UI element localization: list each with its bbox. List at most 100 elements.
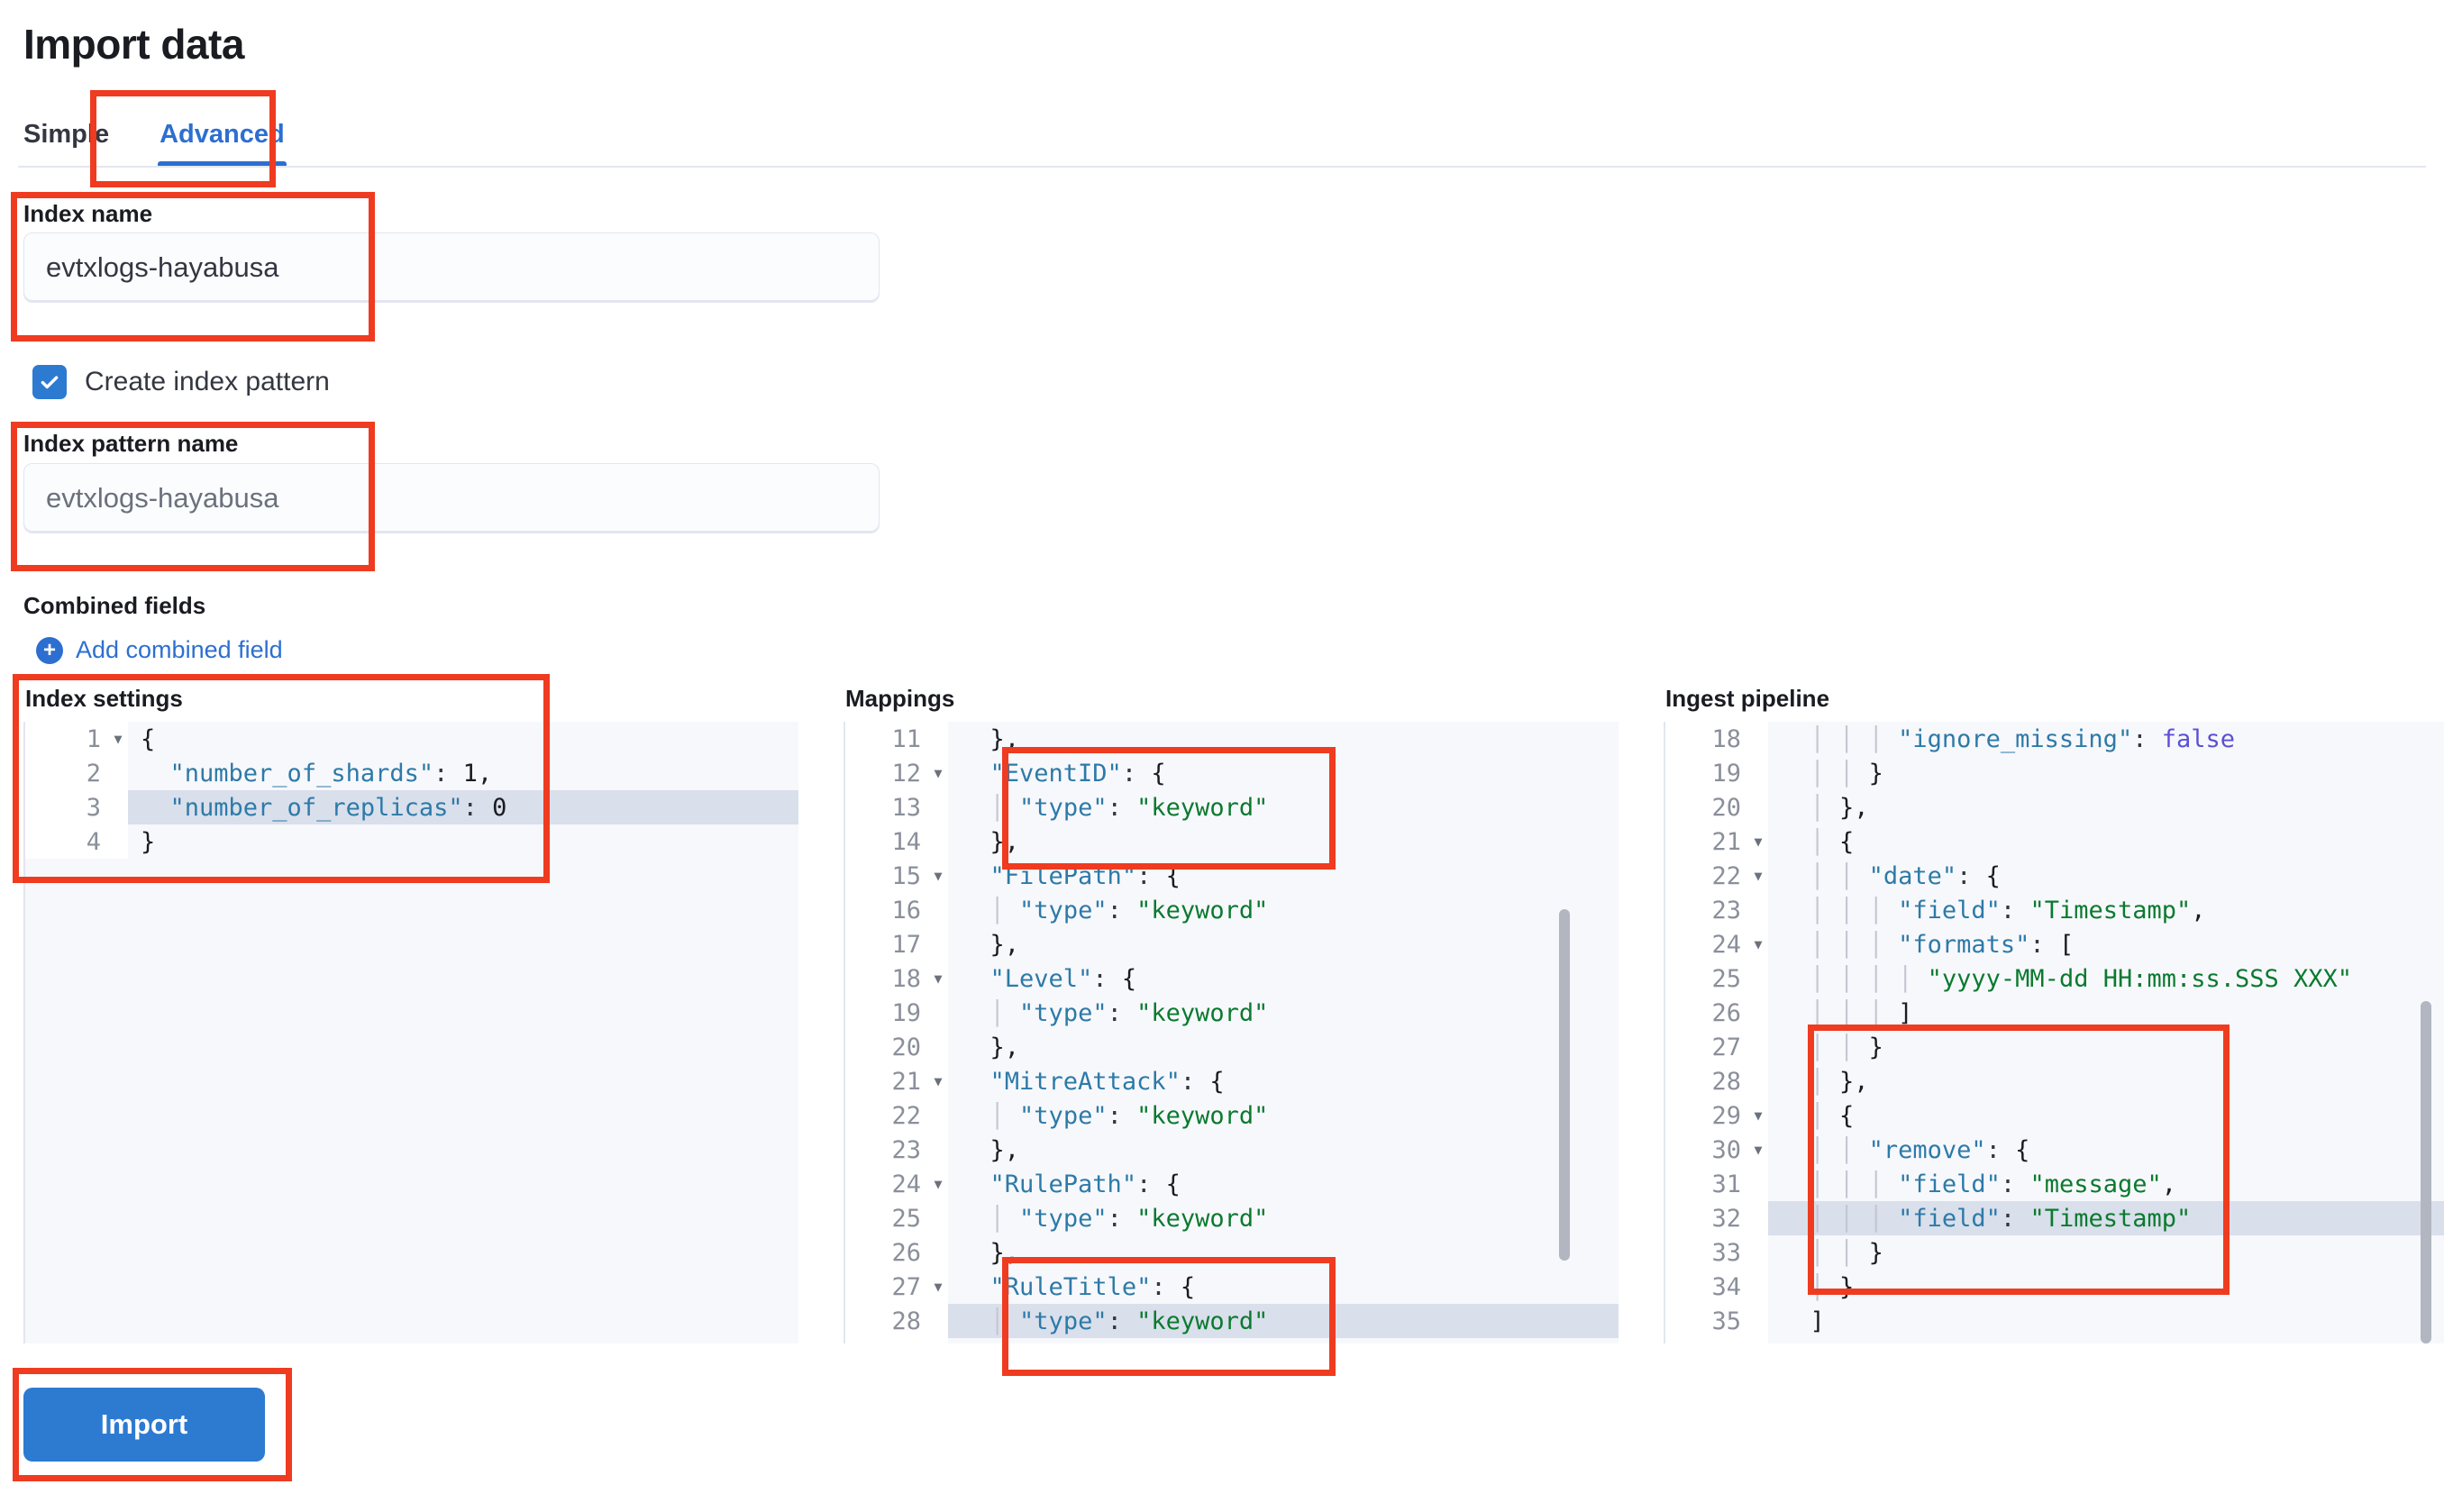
- code-line[interactable]: 24▼ "RulePath": {: [845, 1167, 1619, 1201]
- code-line[interactable]: 17 },: [845, 927, 1619, 961]
- code-line[interactable]: 26 },: [845, 1235, 1619, 1270]
- fold-arrow-icon[interactable]: ▼: [1748, 927, 1768, 961]
- fold-spacer: [1748, 790, 1768, 824]
- ingest-pipeline-scrollbar[interactable]: [2421, 1001, 2431, 1343]
- code-line[interactable]: 21▼ "MitreAttack": {: [845, 1064, 1619, 1098]
- code-line[interactable]: 28 │ },: [1665, 1064, 2444, 1098]
- fold-spacer: [928, 1030, 948, 1064]
- tab-advanced[interactable]: Advanced: [132, 122, 312, 168]
- code-line[interactable]: 30▼ │ │ "remove": {: [1665, 1133, 2444, 1167]
- line-number: 30: [1665, 1133, 1748, 1167]
- fold-spacer: [1748, 996, 1768, 1030]
- fold-arrow-icon[interactable]: ▼: [1748, 1098, 1768, 1133]
- code-line[interactable]: 18 │ │ │ "ignore_missing": false: [1665, 722, 2444, 756]
- code-line[interactable]: 32 │ │ │ "field": "Timestamp": [1665, 1201, 2444, 1235]
- line-number: 31: [1665, 1167, 1748, 1201]
- code-line[interactable]: 27 │ │ }: [1665, 1030, 2444, 1064]
- fold-spacer: [928, 927, 948, 961]
- code-line[interactable]: 31 │ │ │ "field": "message",: [1665, 1167, 2444, 1201]
- fold-arrow-icon[interactable]: ▼: [928, 756, 948, 790]
- code-text: │ "type": "keyword": [989, 1204, 1269, 1233]
- mappings-column: Mappings 11 },12▼ "EventID": {13 │ "type…: [844, 685, 1619, 1343]
- line-number: 13: [845, 790, 928, 824]
- fold-arrow-icon[interactable]: ▼: [1748, 824, 1768, 859]
- tab-divider: [18, 166, 2426, 168]
- fold-arrow-icon[interactable]: ▼: [1748, 859, 1768, 893]
- add-combined-field-button[interactable]: + Add combined field: [36, 636, 283, 664]
- line-number: 12: [845, 756, 928, 790]
- code-line[interactable]: 27▼ "RuleTitle": {: [845, 1270, 1619, 1304]
- code-text: },: [961, 1135, 1020, 1164]
- code-line[interactable]: 2 "number_of_shards": 1,: [25, 756, 798, 790]
- fold-arrow-icon[interactable]: ▼: [928, 859, 948, 893]
- import-button[interactable]: Import: [23, 1388, 265, 1462]
- code-text: "Level": {: [989, 964, 1137, 993]
- code-line[interactable]: 20 },: [845, 1030, 1619, 1064]
- code-line[interactable]: 28 │ "type": "keyword": [845, 1304, 1619, 1338]
- code-line[interactable]: 25 │ │ │ │ "yyyy-MM-dd HH:mm:ss.SSS XXX": [1665, 961, 2444, 996]
- code-text: │ │ │ "ignore_missing": false: [1810, 724, 2236, 753]
- line-number: 4: [25, 824, 108, 859]
- code-line[interactable]: 35 ]: [1665, 1304, 2444, 1338]
- mappings-title: Mappings: [845, 685, 955, 712]
- code-line[interactable]: 1▼{: [25, 722, 798, 756]
- code-line[interactable]: 14 },: [845, 824, 1619, 859]
- fold-arrow-icon[interactable]: ▼: [928, 1167, 948, 1201]
- fold-arrow-icon[interactable]: ▼: [1748, 1133, 1768, 1167]
- tab-simple[interactable]: Simple: [23, 120, 110, 149]
- fold-arrow-icon[interactable]: ▼: [928, 1270, 948, 1304]
- mappings-editor[interactable]: 11 },12▼ "EventID": {13 │ "type": "keywo…: [844, 722, 1619, 1343]
- fold-spacer: [1748, 961, 1768, 996]
- fold-spacer: [928, 722, 948, 756]
- checkbox-checked-icon[interactable]: [32, 365, 67, 399]
- code-line[interactable]: 3 "number_of_replicas": 0: [25, 790, 798, 824]
- code-line[interactable]: 11 },: [845, 722, 1619, 756]
- code-line[interactable]: 22 │ "type": "keyword": [845, 1098, 1619, 1133]
- line-number: 26: [845, 1235, 928, 1270]
- code-line[interactable]: 16 │ "type": "keyword": [845, 893, 1619, 927]
- code-line[interactable]: 20 │ },: [1665, 790, 2444, 824]
- code-line[interactable]: 18▼ "Level": {: [845, 961, 1619, 996]
- create-index-pattern-checkbox-row[interactable]: Create index pattern: [32, 365, 330, 399]
- code-line[interactable]: 26 │ │ │ ]: [1665, 996, 2444, 1030]
- code-line[interactable]: 22▼ │ │ "date": {: [1665, 859, 2444, 893]
- index-settings-column: Index settings 1▼{2 "number_of_shards": …: [23, 685, 798, 1343]
- code-line[interactable]: 36}: [1665, 1338, 2444, 1343]
- index-name-input[interactable]: evtxlogs-hayabusa: [23, 232, 880, 303]
- code-line[interactable]: 4}: [25, 824, 798, 859]
- fold-spacer: [1748, 1304, 1768, 1338]
- code-line[interactable]: 19 │ "type": "keyword": [845, 996, 1619, 1030]
- code-text: "RulePath": {: [989, 1170, 1181, 1198]
- code-line[interactable]: 23 │ │ │ "field": "Timestamp",: [1665, 893, 2444, 927]
- code-line[interactable]: 12▼ "EventID": {: [845, 756, 1619, 790]
- fold-spacer: [928, 1098, 948, 1133]
- tab-bar: Simple Advanced: [23, 97, 312, 168]
- code-line[interactable]: 25 │ "type": "keyword": [845, 1201, 1619, 1235]
- fold-spacer: [1748, 1201, 1768, 1235]
- mappings-scrollbar[interactable]: [1559, 909, 1570, 1261]
- index-pattern-name-input[interactable]: evtxlogs-hayabusa: [23, 463, 880, 533]
- code-text: │ │ "date": {: [1810, 861, 2001, 890]
- plus-circle-icon: +: [36, 636, 63, 664]
- index-settings-editor[interactable]: 1▼{2 "number_of_shards": 1,3 "number_of_…: [23, 722, 798, 1343]
- fold-arrow-icon[interactable]: ▼: [108, 722, 128, 756]
- page-title: Import data: [23, 21, 244, 68]
- code-line[interactable]: 29▼ │ {: [1665, 1098, 2444, 1133]
- code-text: ]: [1781, 1307, 1825, 1335]
- fold-arrow-icon[interactable]: ▼: [928, 1064, 948, 1098]
- fold-spacer: [928, 824, 948, 859]
- fold-spacer: [108, 790, 128, 824]
- code-line[interactable]: 19 │ │ }: [1665, 756, 2444, 790]
- fold-spacer: [928, 1201, 948, 1235]
- fold-arrow-icon[interactable]: ▼: [928, 961, 948, 996]
- code-line[interactable]: 34 │ }: [1665, 1270, 2444, 1304]
- code-line[interactable]: 15▼ "FilePath": {: [845, 859, 1619, 893]
- code-line[interactable]: 21▼ │ {: [1665, 824, 2444, 859]
- code-line[interactable]: 23 },: [845, 1133, 1619, 1167]
- combined-fields-label: Combined fields: [23, 592, 206, 619]
- code-line[interactable]: 24▼ │ │ │ "formats": [: [1665, 927, 2444, 961]
- code-line[interactable]: 29 },: [845, 1338, 1619, 1343]
- code-line[interactable]: 33 │ │ }: [1665, 1235, 2444, 1270]
- code-line[interactable]: 13 │ "type": "keyword": [845, 790, 1619, 824]
